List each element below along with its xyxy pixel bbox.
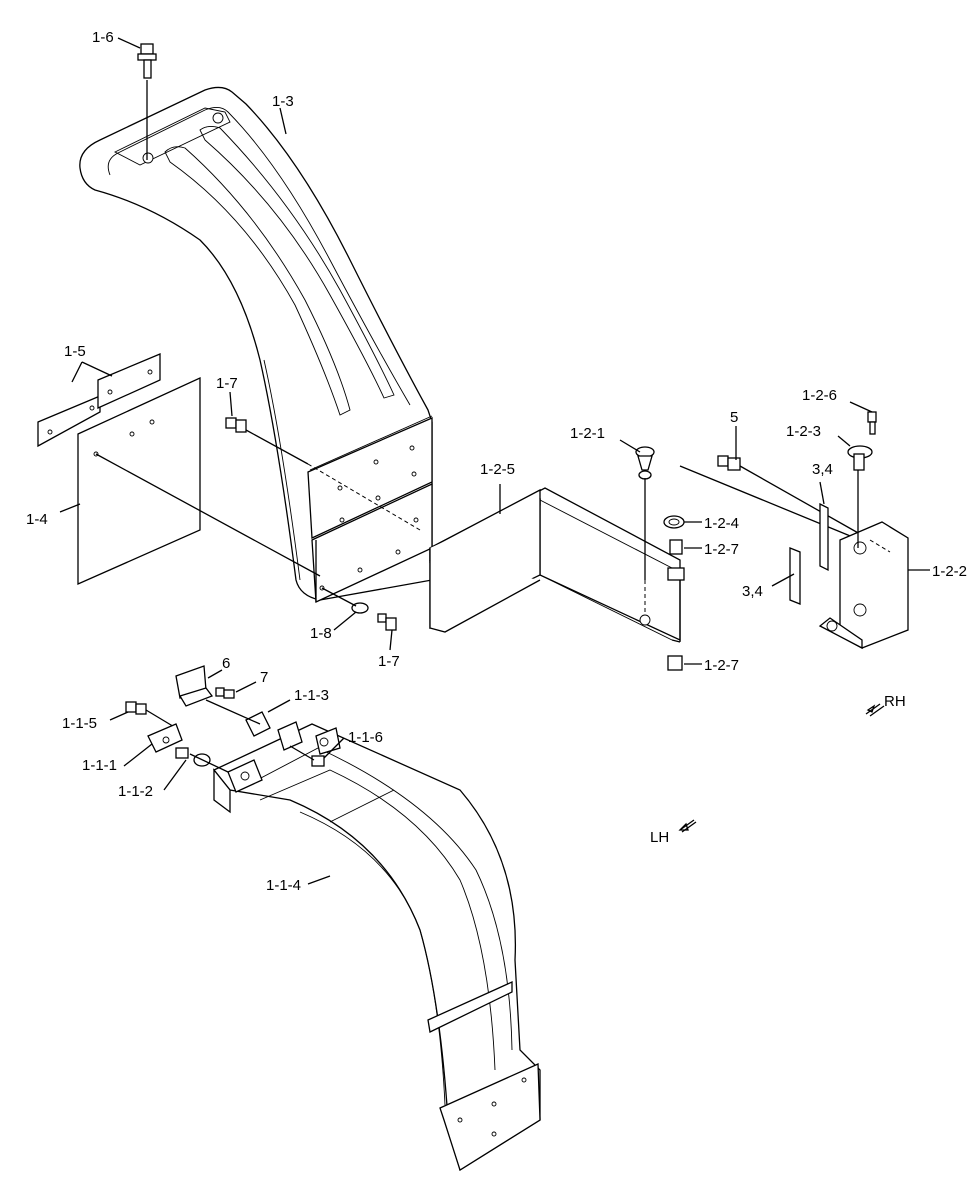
- label-5: 5: [730, 409, 738, 426]
- collar-1-2-7: [667, 539, 685, 671]
- clip-1-2-6: [867, 411, 877, 435]
- label-rh: RH: [884, 693, 906, 710]
- arrow-rh-icon: [865, 703, 885, 717]
- bracket-1-1-1: [147, 723, 183, 753]
- bolt-1-7-lower: [377, 613, 397, 631]
- label-1-1-2: 1-1-2: [118, 783, 153, 800]
- label-1-2-5: 1-2-5: [480, 461, 515, 478]
- stay-1-1-4: [212, 721, 541, 1172]
- pin-1-2-1: [635, 446, 655, 615]
- washer-1-8: [321, 587, 369, 614]
- label-3-4-upper: 3,4: [812, 461, 833, 478]
- label-1-2-1: 1-2-1: [570, 425, 605, 442]
- fender-part-1-3: [79, 86, 433, 603]
- shim-3-4: [789, 502, 829, 605]
- pin-1-2-3: [847, 445, 873, 548]
- label-6: 6: [222, 655, 230, 672]
- label-1-1-6: 1-1-6: [348, 729, 383, 746]
- label-1-1-1: 1-1-1: [82, 757, 117, 774]
- mud-flap-1-4: [77, 376, 201, 585]
- label-1-1-4: 1-1-4: [266, 877, 301, 894]
- label-1-3: 1-3: [272, 93, 294, 110]
- label-1-2-2: 1-2-2: [932, 563, 967, 580]
- collar-1-1-3: [205, 699, 271, 737]
- label-7: 7: [260, 669, 268, 686]
- label-1-2-4: 1-2-4: [704, 515, 739, 532]
- bolt-1-1-5: [125, 701, 177, 729]
- label-1-8: 1-8: [310, 625, 332, 642]
- label-3-4-lower: 3,4: [742, 583, 763, 600]
- arrow-lh-icon: [678, 819, 697, 833]
- bolt-1-6: [137, 43, 157, 160]
- label-1-6: 1-6: [92, 29, 114, 46]
- label-1-4: 1-4: [26, 511, 48, 528]
- label-1-2-7-upper: 1-2-7: [704, 541, 739, 558]
- label-1-5: 1-5: [64, 343, 86, 360]
- label-1-2-6: 1-2-6: [802, 387, 837, 404]
- bolt-7: [215, 687, 235, 699]
- label-lh: LH: [650, 829, 669, 846]
- label-1-7-lower: 1-7: [378, 653, 400, 670]
- bolt-1-7-upper: [225, 417, 421, 531]
- bolt-5: [679, 455, 861, 541]
- label-1-1-5: 1-1-5: [62, 715, 97, 732]
- bracket-1-2-2: [818, 521, 909, 650]
- bracket-6: [175, 665, 214, 707]
- label-1-2-7-lower: 1-2-7: [704, 657, 739, 674]
- plate-1-5: [37, 353, 161, 448]
- label-1-7-upper: 1-7: [216, 375, 238, 392]
- label-1-1-3: 1-1-3: [294, 687, 329, 704]
- label-1-2-3: 1-2-3: [786, 423, 821, 440]
- bolt-1-1-2: [175, 747, 229, 773]
- bolt-1-1-6: [289, 745, 325, 767]
- bushing-1-2-4: [663, 515, 685, 529]
- leader-lines: [71, 37, 930, 885]
- stay-1-2-5: [429, 487, 681, 643]
